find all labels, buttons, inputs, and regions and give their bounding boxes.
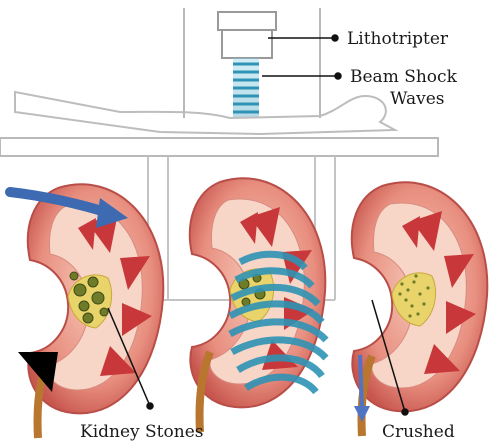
- kidney-with-stones: [28, 184, 163, 438]
- beam-waves-label: Waves: [390, 89, 445, 109]
- lithotripter-label: Lithotripter: [347, 29, 449, 49]
- treatment-table: [0, 138, 438, 156]
- kidney-crushed: [352, 182, 487, 436]
- patient-outline: [15, 92, 395, 134]
- shock-wave-beam: [233, 58, 259, 118]
- lithotripter-head: [218, 12, 276, 30]
- kidney-stones-label: Kidney Stones: [80, 422, 203, 442]
- flow-arrow-3: [360, 355, 362, 410]
- crushed-label: Crushed: [382, 422, 455, 442]
- beam-shock-label: Beam Shock: [350, 67, 458, 87]
- flow-arrowhead-3: [354, 406, 370, 422]
